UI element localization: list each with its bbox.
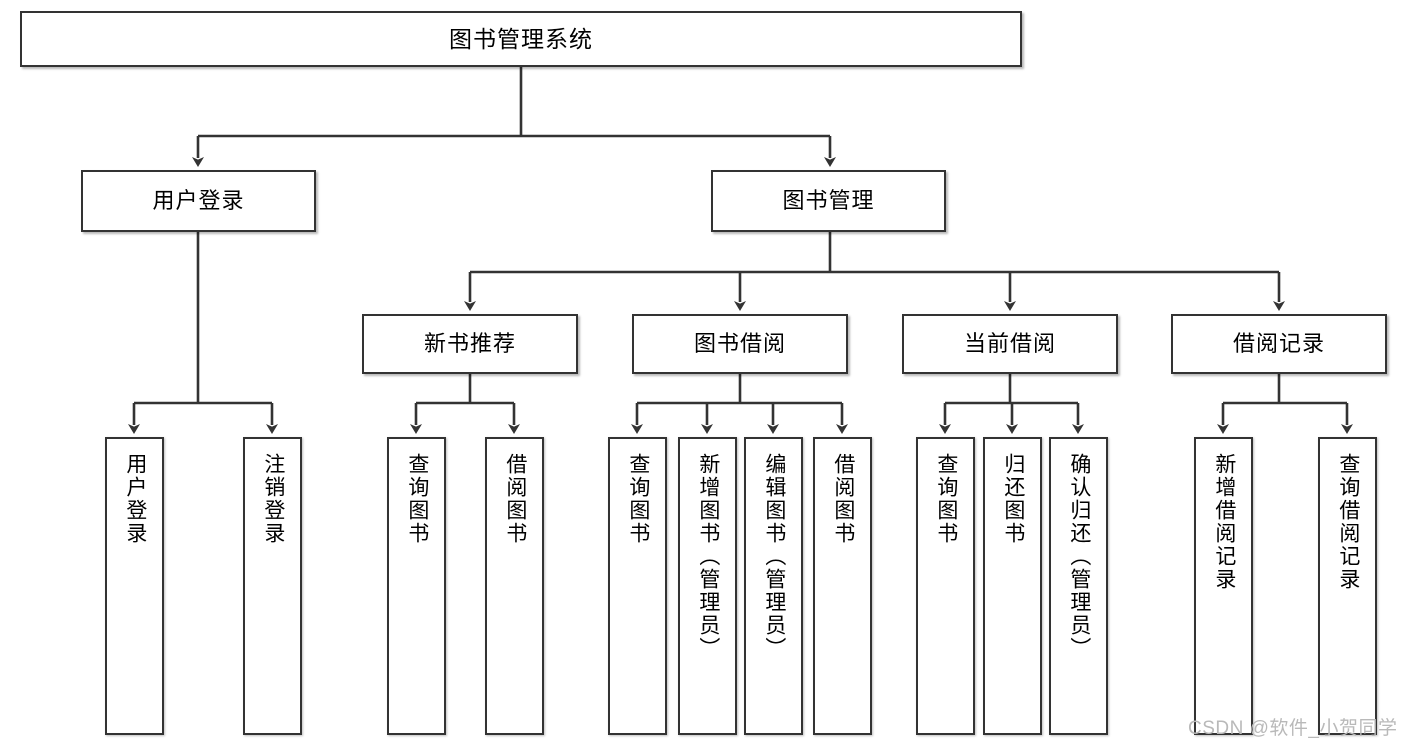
node-label: 当前借阅 — [963, 331, 1056, 357]
node-label: 确认归还（管理员） — [1067, 453, 1091, 660]
node-label: 借阅图书 — [831, 453, 855, 545]
leaf-add-borrow-record[interactable]: 新增借阅记录 — [1194, 437, 1253, 735]
node-label: 查询借阅记录 — [1336, 453, 1360, 591]
leaf-query-book-borrow[interactable]: 查询图书 — [608, 437, 667, 735]
node-user-login[interactable]: 用户登录 — [81, 170, 316, 232]
leaf-logout-login[interactable]: 注销登录 — [243, 437, 302, 735]
node-book-management[interactable]: 图书管理 — [711, 170, 946, 232]
leaf-return-book[interactable]: 归还图书 — [983, 437, 1042, 735]
node-label: 借阅记录 — [1232, 331, 1325, 357]
leaf-borrow-book[interactable]: 借阅图书 — [813, 437, 872, 735]
node-book-borrow[interactable]: 图书借阅 — [632, 314, 848, 374]
node-label: 归还图书 — [1001, 453, 1025, 545]
leaf-user-login[interactable]: 用户登录 — [105, 437, 164, 735]
node-label: 新增借阅记录 — [1212, 453, 1236, 591]
node-label: 新增图书（管理员） — [696, 453, 720, 660]
node-label: 图书借阅 — [693, 331, 786, 357]
leaf-query-borrow-record[interactable]: 查询借阅记录 — [1318, 437, 1377, 735]
node-label: 查询图书 — [405, 453, 429, 545]
node-borrow-record[interactable]: 借阅记录 — [1171, 314, 1387, 374]
node-label: 图书管理系统 — [449, 25, 593, 52]
node-label: 查询图书 — [626, 453, 650, 545]
leaf-add-book-admin[interactable]: 新增图书（管理员） — [678, 437, 737, 735]
node-label: 编辑图书（管理员） — [762, 453, 786, 660]
node-new-book-recommend[interactable]: 新书推荐 — [362, 314, 578, 374]
node-label: 图书管理 — [782, 188, 875, 214]
leaf-query-book-recommend[interactable]: 查询图书 — [387, 437, 446, 735]
leaf-query-book-current[interactable]: 查询图书 — [916, 437, 975, 735]
node-label: 用户登录 — [152, 188, 245, 214]
leaf-edit-book-admin[interactable]: 编辑图书（管理员） — [744, 437, 803, 735]
node-book-management-system[interactable]: 图书管理系统 — [20, 11, 1022, 67]
leaf-borrow-book-recommend[interactable]: 借阅图书 — [485, 437, 544, 735]
node-label: 借阅图书 — [503, 453, 527, 545]
node-label: 新书推荐 — [423, 331, 516, 357]
node-label: 注销登录 — [261, 453, 285, 545]
node-label: 查询图书 — [934, 453, 958, 545]
node-current-borrow[interactable]: 当前借阅 — [902, 314, 1118, 374]
node-label: 用户登录 — [123, 453, 147, 545]
leaf-confirm-return-admin[interactable]: 确认归还（管理员） — [1049, 437, 1108, 735]
